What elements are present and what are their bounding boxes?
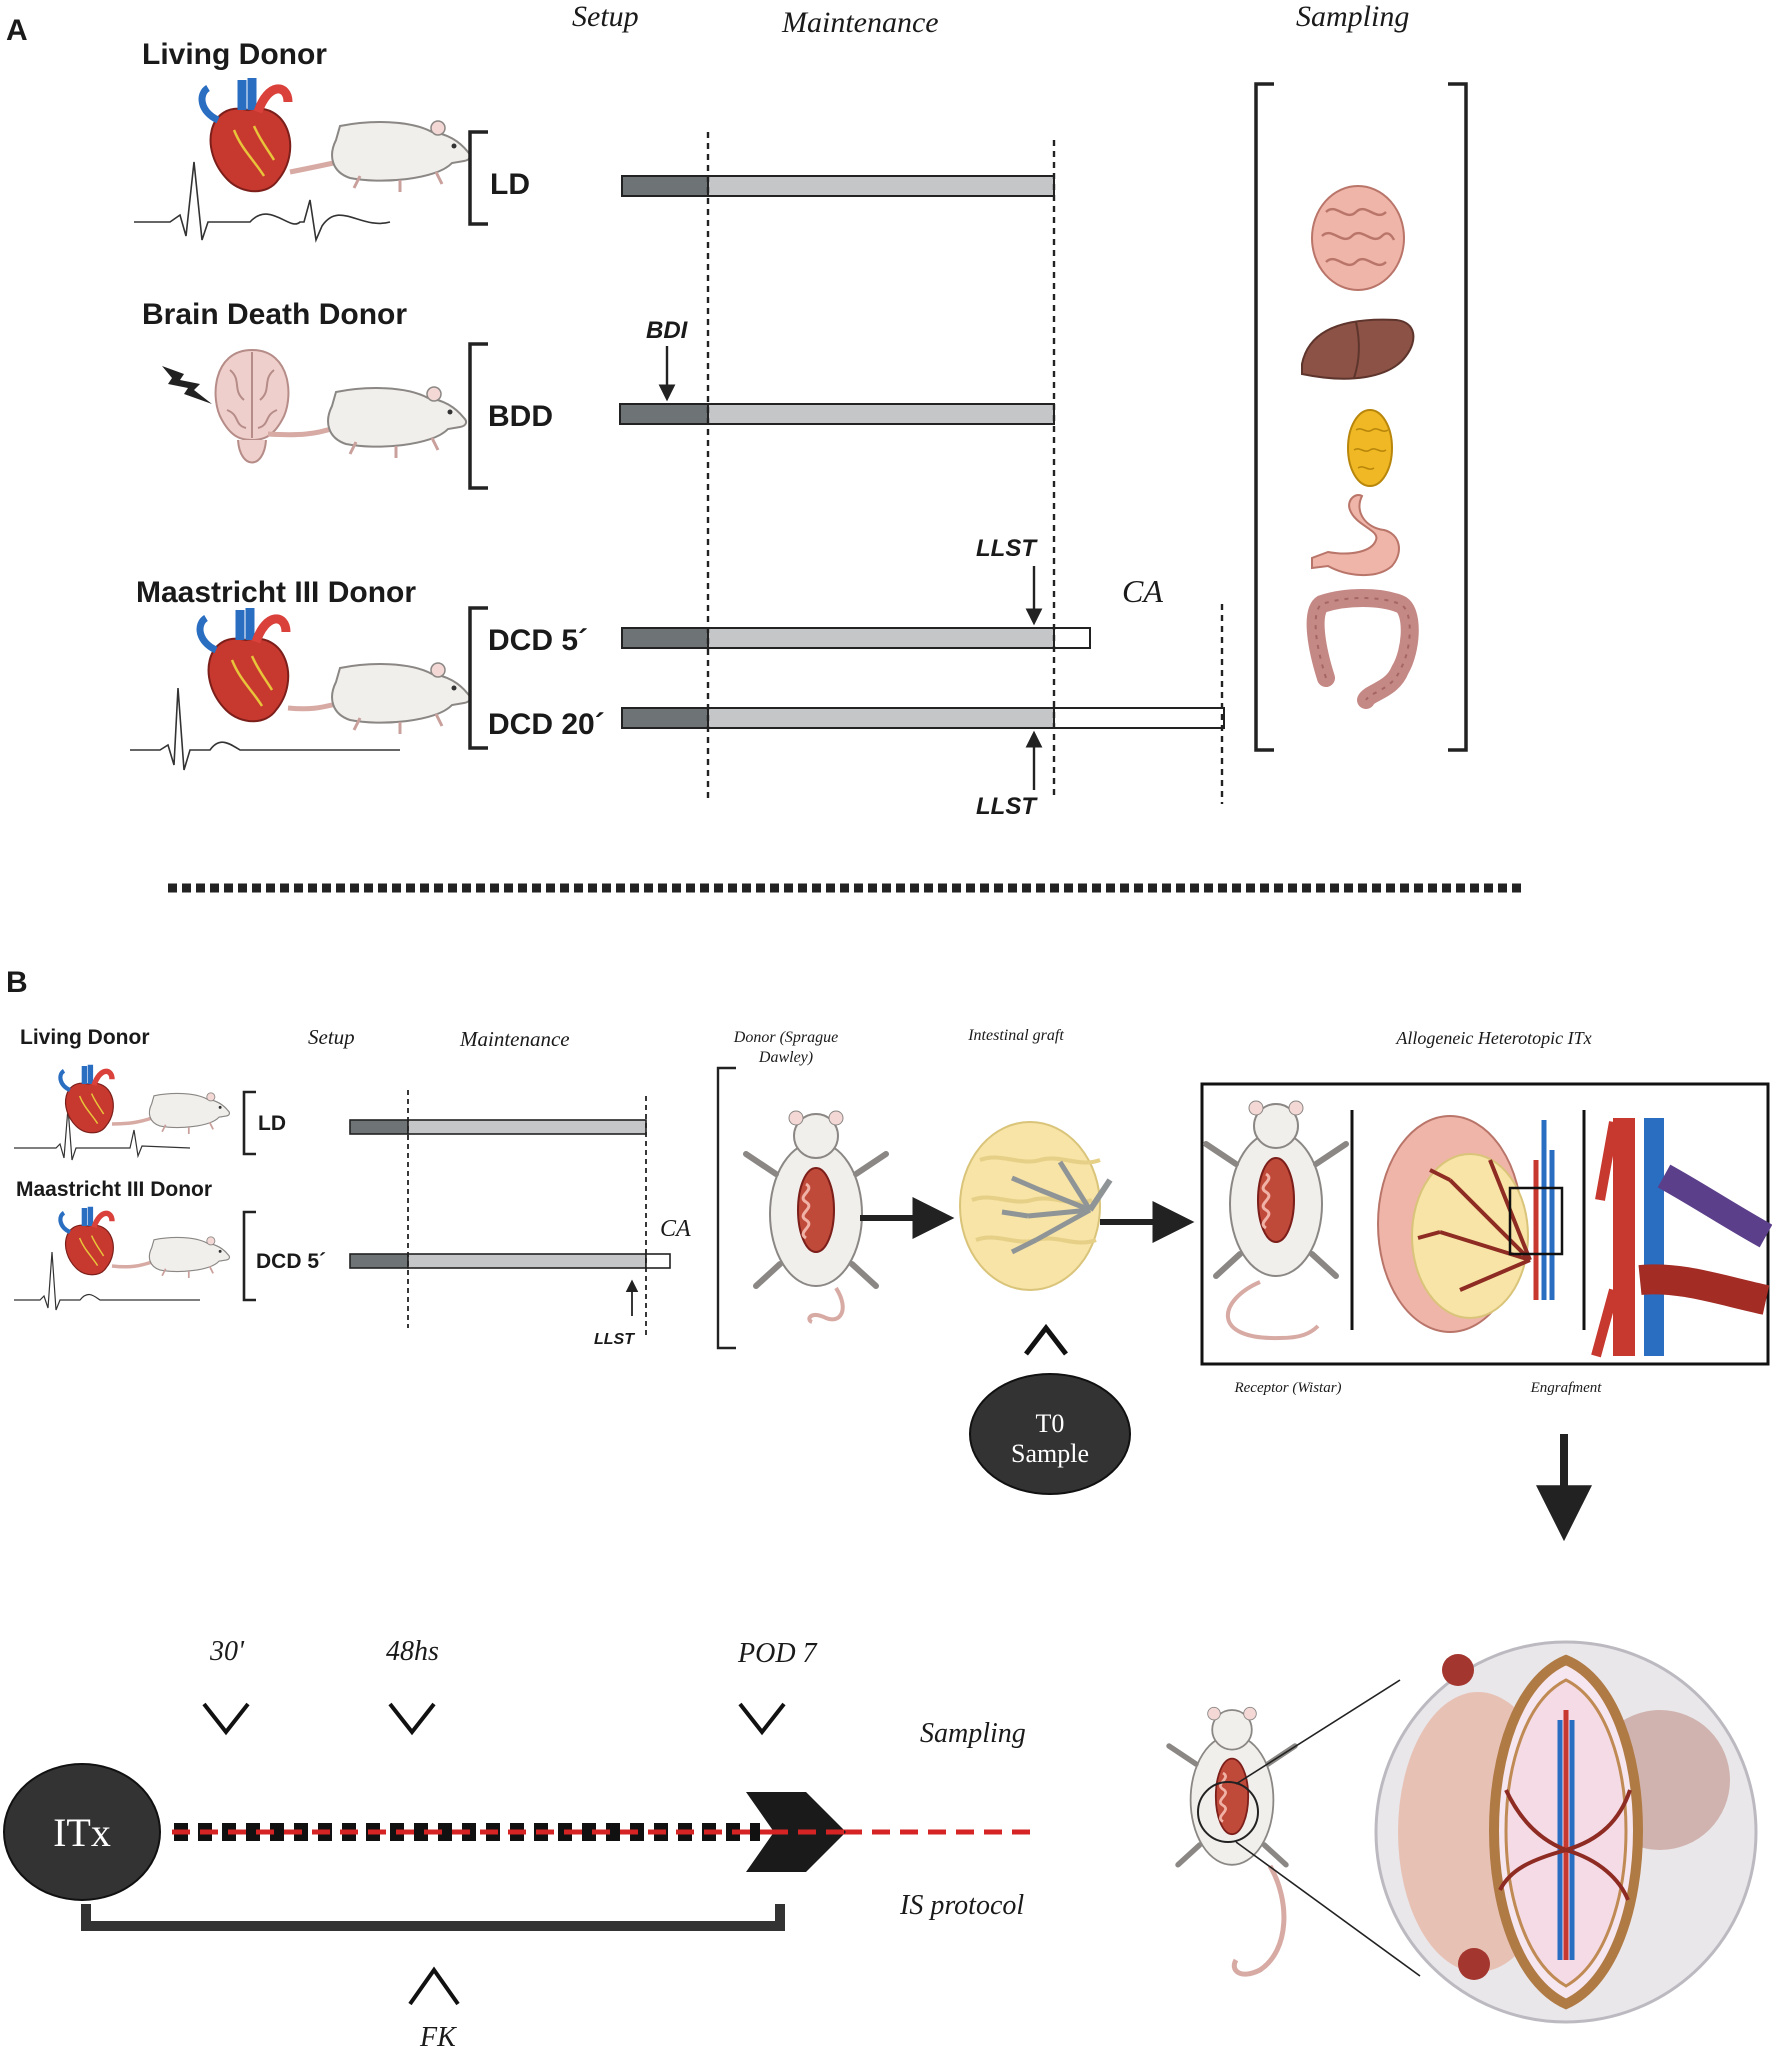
intestinal-graft-icon: [959, 1121, 1113, 1291]
rat-icon: [330, 119, 472, 194]
b-phase-setup-label: Setup: [308, 1025, 355, 1049]
group-dcd20-label: DCD 20´: [488, 708, 605, 741]
rat-icon: [148, 1091, 231, 1135]
ecg-trace-icon: [134, 161, 391, 243]
b-donor-living-label: Living Donor: [20, 1026, 150, 1049]
itx-node[interactable]: ITx: [3, 1763, 161, 1901]
sampling-bracket-left: [1254, 82, 1274, 752]
bracket-ld: [468, 130, 488, 226]
bracket-bdd: [468, 342, 488, 490]
b-group-ld-label: LD: [258, 1112, 286, 1135]
marker-bdi-label: BDI: [646, 317, 689, 344]
pod7-chevron-arrow: [746, 1792, 846, 1872]
pancreas-icon: [1347, 409, 1393, 487]
open-abdomen-rat-icon: [746, 1111, 886, 1286]
b-bracket-dcd: [242, 1210, 256, 1302]
phase-setup-label: Setup: [572, 0, 639, 33]
donor-brain-death-label: Brain Death Donor: [142, 298, 407, 331]
t0-line2: Sample: [1011, 1439, 1089, 1468]
donor-caption-line1: Donor (Sprague: [733, 1029, 838, 1046]
heart-icon: [60, 1065, 113, 1133]
b-timeline-bar-dcd5: [349, 1253, 671, 1269]
row-sampling-label: Sampling: [920, 1718, 1026, 1749]
time-30-label: 30': [209, 1636, 245, 1667]
graft-caption: Intestinal graft: [967, 1027, 1064, 1044]
panel-a-letter: A: [6, 14, 28, 47]
timeline-bar-dcd20: [621, 707, 1225, 729]
rat-tail: [1231, 1864, 1287, 1977]
magnify-line-bottom: [1235, 1841, 1421, 1977]
rat-tail: [267, 425, 335, 438]
ecg-trace-icon: [14, 1107, 191, 1161]
timeline-bar-bdd: [619, 403, 1055, 425]
small-intestine-icon: [1311, 185, 1405, 291]
sampling-bracket-right: [1448, 82, 1468, 752]
rat-tail: [807, 1286, 845, 1324]
rat-tail: [289, 159, 339, 175]
sampling-chevron-pod7: [738, 1702, 786, 1736]
fk-label: FK: [419, 2022, 457, 2051]
rat-icon: [330, 661, 472, 736]
donor-living-label: Living Donor: [142, 38, 327, 71]
time-48-label: 48hs: [386, 1636, 439, 1667]
b-marker-llst-label: LLST: [594, 1331, 635, 1348]
panel-b-letter: B: [6, 966, 28, 999]
phase-sampling-label: Sampling: [1296, 0, 1409, 33]
brain-icon: [214, 349, 290, 464]
magnify-line-top: [1235, 1679, 1401, 1785]
ecg-trace-icon: [14, 1251, 200, 1311]
t0-chevron: [1024, 1323, 1068, 1356]
magnify-source-circle: [1197, 1781, 1259, 1843]
fk-chevron: [408, 1966, 460, 2006]
row-is-protocol-label: IS protocol: [899, 1890, 1024, 1921]
itx-node-label: ITx: [53, 1810, 111, 1855]
b-donor-bracket: [716, 1066, 736, 1350]
marker-ca-label: CA: [1122, 573, 1163, 609]
is-protocol-bracket: [81, 1904, 785, 1931]
liver-icon: [1301, 318, 1415, 380]
phase-maintenance-label: Maintenance: [781, 6, 939, 39]
b-bracket-ld: [242, 1090, 256, 1156]
bracket-dcd: [468, 606, 488, 750]
stomach-icon: [1311, 494, 1400, 577]
timeline-bar-dcd5: [621, 627, 1091, 649]
colon-icon: [1306, 589, 1419, 709]
magnified-abdomen-icon: [1374, 1640, 1758, 2024]
donor-maastricht-label: Maastricht III Donor: [136, 576, 416, 609]
receptor-caption: Receptor (Wistar): [1233, 1380, 1341, 1396]
heart-icon: [202, 78, 290, 191]
sampling-chevron-48: [388, 1702, 436, 1736]
group-dcd5-label: DCD 5´: [488, 624, 588, 657]
engraftment-caption: Engrafment: [1530, 1380, 1603, 1396]
t0-sample-node[interactable]: T0 Sample: [969, 1373, 1131, 1495]
ecg-trace-icon: [130, 687, 400, 771]
heart-icon: [200, 608, 288, 721]
heart-icon: [60, 1207, 113, 1275]
time-pod7-label: POD 7: [737, 1638, 818, 1669]
rat-tail: [1225, 1280, 1320, 1341]
timeline-bar-ld: [621, 175, 1055, 197]
donor-caption-line2: Dawley): [758, 1049, 813, 1066]
rat-tail: [111, 1116, 153, 1126]
itx-caption: Allogeneic Heterotopic ITx: [1395, 1028, 1591, 1048]
rat-tail: [287, 701, 337, 712]
group-ld-label: LD: [490, 168, 530, 201]
marker-llst-top-label: LLST: [976, 535, 1038, 562]
b-group-dcd5-label: DCD 5´: [256, 1250, 326, 1273]
b-phase-maintenance-label: Maintenance: [459, 1027, 570, 1051]
group-bdd-label: BDD: [488, 400, 553, 433]
rat-icon: [326, 385, 468, 460]
rat-tail: [111, 1260, 153, 1269]
b-donor-maastricht-label: Maastricht III Donor: [16, 1178, 212, 1201]
b-timeline-bar-ld: [349, 1119, 647, 1135]
t0-line1: T0: [1036, 1409, 1065, 1438]
rat-icon: [148, 1235, 231, 1279]
marker-llst-bottom-label: LLST: [976, 793, 1038, 820]
vessel-anastomosis-icon: [1377, 1115, 1564, 1333]
sampling-chevron-30: [202, 1702, 250, 1736]
vessel-closeup-icon: [1591, 1118, 1772, 1358]
lightning-icon: [162, 366, 212, 404]
b-marker-ca-label: CA: [660, 1216, 691, 1242]
